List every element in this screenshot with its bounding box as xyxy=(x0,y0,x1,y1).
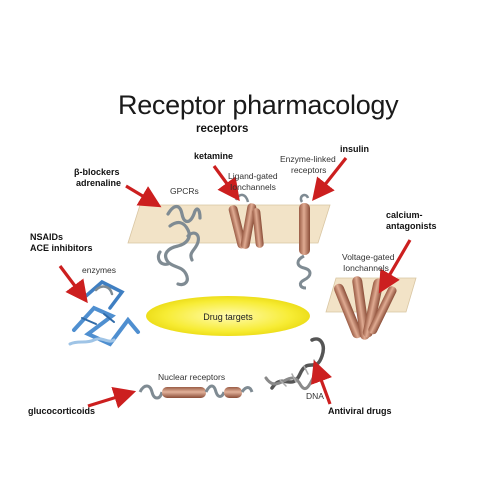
label-adrenaline: adrenaline xyxy=(76,178,122,188)
label-ligand-gated-1: Ligand-gated xyxy=(228,171,278,181)
label-insulin: insulin xyxy=(340,144,369,154)
drug-targets-ellipse xyxy=(146,296,310,336)
voltage-gated-channel xyxy=(334,276,397,340)
cell-membrane xyxy=(127,204,331,244)
label-ketamine: ketamine xyxy=(194,151,234,161)
page-title: Receptor pharmacology xyxy=(118,90,399,120)
label-enzymes: enzymes xyxy=(82,265,117,275)
label-antiviral: Antiviral drugs xyxy=(328,406,392,416)
arrow-glucocorticoids xyxy=(87,387,137,409)
label-gpcrs: GPCRs xyxy=(170,186,199,196)
label-enzyme-linked-2: receptors xyxy=(291,165,327,175)
label-calcium-2: antagonists xyxy=(386,221,437,231)
arrow-calcium xyxy=(378,239,412,294)
gpcr-structure xyxy=(156,204,202,287)
label-voltage-gated-1: Voltage-gated xyxy=(342,252,395,262)
arrow-ketamine xyxy=(212,165,240,202)
arrow-antiviral xyxy=(311,359,333,405)
ligand-gated-channel xyxy=(228,193,264,249)
label-nsaids: NSAIDs xyxy=(30,232,64,242)
label-nuclear-receptors: Nuclear receptors xyxy=(158,372,226,382)
label-drug-targets: Drug targets xyxy=(203,312,253,322)
dna-helix xyxy=(264,337,326,390)
arrow-insulin xyxy=(312,157,348,202)
drug-arrows xyxy=(58,157,412,409)
label-enzyme-linked-1: Enzyme-linked xyxy=(280,154,336,164)
enzyme-structure xyxy=(68,279,140,347)
enzyme-linked-receptor xyxy=(296,193,312,290)
label-ligand-gated-2: Ionchannels xyxy=(230,182,276,192)
label-calcium-1: calcium- xyxy=(386,210,423,220)
nuclear-receptor xyxy=(138,384,254,400)
label-glucocorticoids: glucocorticoids xyxy=(28,406,96,416)
arrow-beta-blockers xyxy=(125,184,162,208)
label-dna: DNA xyxy=(306,391,324,401)
label-beta-blockers: β-blockers xyxy=(74,167,120,177)
arrow-nsaids xyxy=(58,265,88,304)
receptors-subtitle: receptors xyxy=(196,123,249,135)
label-ace-inhibitors: ACE inhibitors xyxy=(30,243,93,253)
label-voltage-gated-2: Ionchannels xyxy=(343,263,389,273)
